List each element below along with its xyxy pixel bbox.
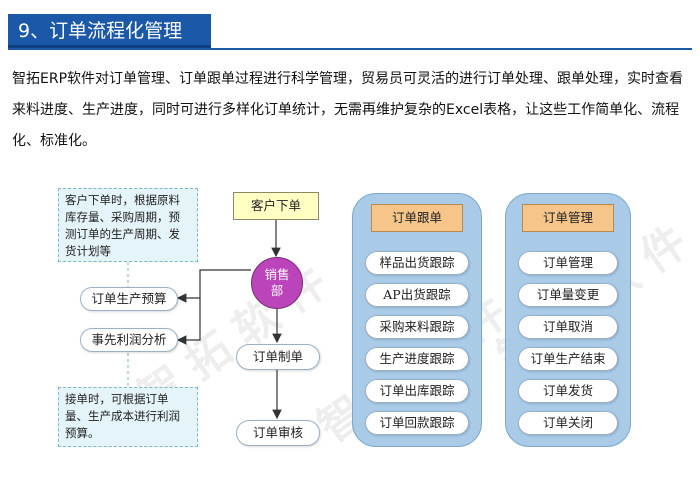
- management-item-4[interactable]: 订单生产结束: [518, 347, 618, 371]
- tracking-item-6[interactable]: 订单回款跟踪: [365, 411, 469, 435]
- circle-line-2: 部: [270, 283, 284, 298]
- step-order-audit[interactable]: 订单审核: [236, 420, 320, 446]
- circle-line-1: 销售: [264, 267, 290, 282]
- note-top: 客户下单时，根据原料库存量、采购周期，预测订单的生产周期、发货计划等: [58, 188, 198, 262]
- management-item-2[interactable]: 订单量变更: [518, 283, 618, 307]
- tracking-item-4[interactable]: 生产进度跟踪: [365, 347, 469, 371]
- note-bottom: 接单时，可根据订单量、生产成本进行利润预算。: [58, 387, 198, 447]
- page-title: 9、订单流程化管理: [8, 14, 211, 48]
- panel-order-management-title: 订单管理: [522, 204, 614, 232]
- management-item-5[interactable]: 订单发货: [518, 379, 618, 403]
- tracking-item-3[interactable]: 采购来料跟踪: [365, 315, 469, 339]
- pill-profit-analysis[interactable]: 事先利润分析: [80, 328, 178, 352]
- sales-dept-circle[interactable]: 销售 部: [251, 257, 303, 309]
- step-order-create[interactable]: 订单制单: [236, 344, 320, 370]
- management-item-6[interactable]: 订单关闭: [518, 411, 618, 435]
- intro-paragraph: 智拓ERP软件对订单管理、订单跟单过程进行科学管理，贸易员可灵活的进行订单处理、…: [12, 71, 684, 149]
- customer-order-box[interactable]: 客户下单: [233, 192, 319, 220]
- pill-order-production-budget[interactable]: 订单生产预算: [80, 287, 178, 311]
- tracking-item-1[interactable]: 样品出货跟踪: [365, 251, 469, 275]
- management-item-1[interactable]: 订单管理: [518, 251, 618, 275]
- tracking-item-2[interactable]: AP出货跟踪: [365, 283, 469, 307]
- management-item-3[interactable]: 订单取消: [518, 315, 618, 339]
- tracking-item-5[interactable]: 订单出库跟踪: [365, 379, 469, 403]
- panel-order-tracking-title: 订单跟单: [371, 204, 463, 232]
- title-underline: [8, 48, 692, 50]
